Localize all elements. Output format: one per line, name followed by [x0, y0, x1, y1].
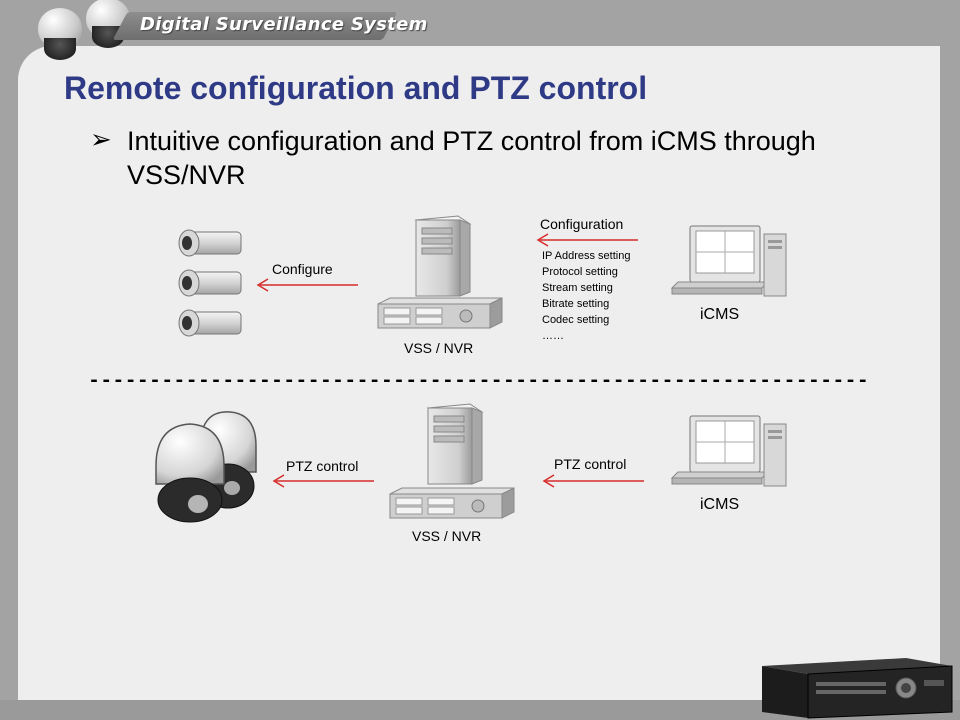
- dvr-device-icon: [762, 658, 953, 719]
- header-banner-text: Digital Surveillance System: [140, 14, 428, 35]
- top-server-label: VSS / NVR: [404, 340, 474, 356]
- nvr-rack-icon: [377, 297, 503, 329]
- server-tower-icon: [414, 215, 472, 297]
- page-title: Remote configuration and PTZ control: [64, 70, 648, 106]
- ptz-camera-icon: [155, 411, 257, 523]
- section-divider: ----------------------------------------…: [88, 370, 869, 393]
- bullet-camera-3: [178, 309, 242, 337]
- bullet-camera-2: [178, 269, 242, 297]
- setting-item: Bitrate setting: [542, 298, 610, 310]
- setting-item: Stream setting: [542, 282, 613, 294]
- configuration-label: Configuration: [540, 216, 624, 232]
- setting-item: Codec setting: [542, 314, 610, 326]
- server-tower-icon: [426, 403, 484, 485]
- bottom-strip: [0, 700, 960, 720]
- bullet-text: Intuitive configuration and PTZ control …: [127, 126, 816, 190]
- bullet-arrow-icon: ➢: [90, 125, 112, 155]
- configure-label: Configure: [272, 261, 333, 277]
- desktop-computer-icon: [670, 225, 787, 297]
- bullet-camera-icon: [178, 229, 242, 337]
- configure-arrow: [256, 278, 358, 292]
- slide-canvas: [18, 46, 940, 700]
- setting-item: Protocol setting: [542, 266, 618, 278]
- bottom-server-label: VSS / NVR: [412, 528, 482, 544]
- ptz-right-arrow: [542, 474, 644, 488]
- ptz-camera-front: [155, 423, 225, 523]
- bullet-camera-1: [178, 229, 242, 257]
- settings-list: IP Address setting Protocol setting Stre…: [542, 248, 630, 344]
- ptz-left-arrow: [272, 474, 374, 488]
- ptz-left-label: PTZ control: [286, 458, 359, 474]
- top-client-label: iCMS: [700, 306, 740, 323]
- desktop-computer-icon: [670, 415, 787, 487]
- configuration-arrow: [536, 233, 638, 247]
- setting-item: ……: [542, 330, 564, 342]
- ptz-right-label: PTZ control: [554, 456, 627, 472]
- nvr-rack-icon: [389, 487, 515, 519]
- bottom-client-label: iCMS: [700, 496, 740, 513]
- setting-item: IP Address setting: [542, 250, 631, 262]
